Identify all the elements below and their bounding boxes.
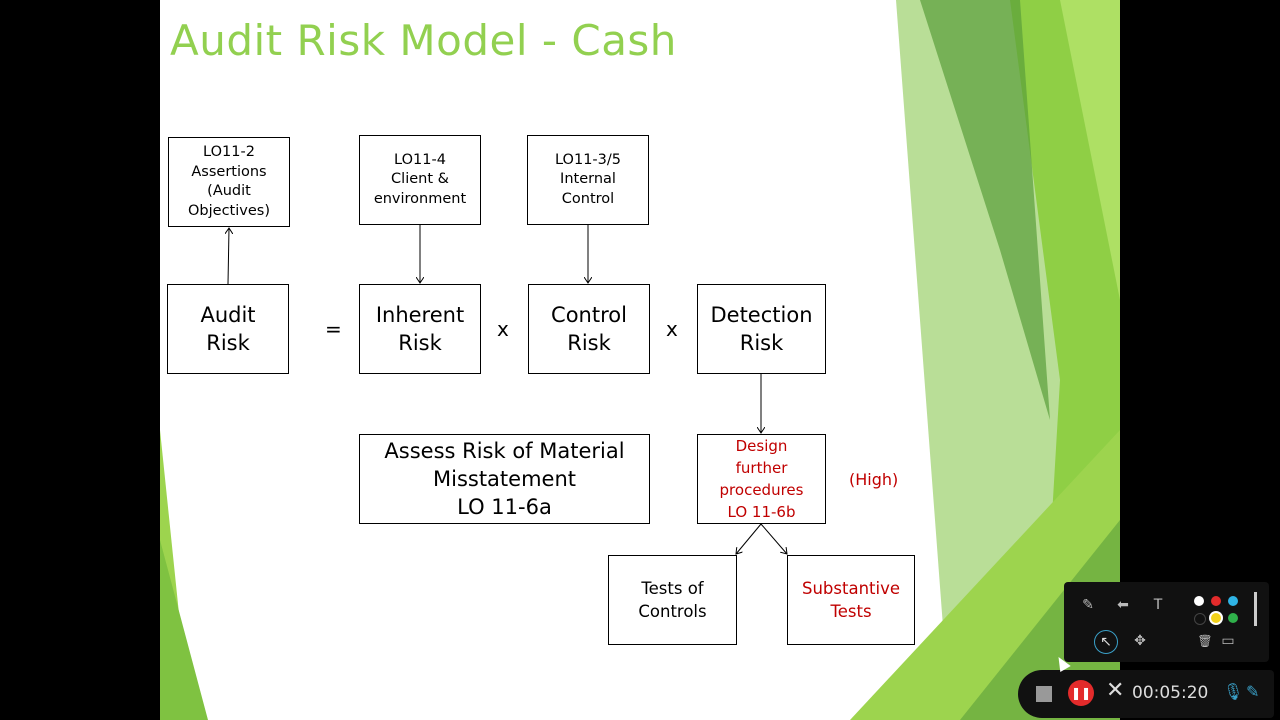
- subst-line-2: Tests: [830, 602, 872, 621]
- client-line-3: environment: [373, 190, 467, 207]
- design-line-3: procedures: [719, 481, 804, 499]
- color-blue[interactable]: [1228, 596, 1238, 606]
- trash-icon[interactable]: 🗑: [1197, 634, 1213, 648]
- assertions-line-2: Assertions: [191, 163, 267, 180]
- assertions-box: LO11-2 Assertions (Audit Objectives): [168, 137, 290, 227]
- color-yellow[interactable]: [1211, 613, 1221, 623]
- stop-button[interactable]: [1036, 686, 1052, 702]
- green-decoration: [160, 0, 1120, 720]
- recording-timer: 00:05:20: [1132, 683, 1209, 703]
- annotation-toolbar: ✎ ⬅ T ↖ ✥ 🗑 ▭: [1064, 582, 1269, 662]
- microphone-icon[interactable]: 🎙: [1223, 682, 1244, 701]
- assess-line-2: Misstatement: [432, 467, 576, 491]
- inherent-risk-line-2: Risk: [398, 331, 442, 355]
- internal-line-1: LO11-3/5: [555, 151, 621, 168]
- audit-risk-box: Audit Risk: [167, 284, 289, 374]
- toc-line-2: Controls: [638, 602, 707, 621]
- assertions-line-4: Objectives): [188, 202, 270, 219]
- audit-risk-line-2: Risk: [206, 331, 250, 355]
- detection-risk-line-2: Risk: [739, 331, 784, 355]
- toc-line-1: Tests of: [641, 579, 704, 598]
- client-line-2: Client &: [391, 171, 449, 188]
- audit-risk-line-1: Audit: [200, 303, 256, 327]
- multiply-sign-2: x: [666, 317, 678, 341]
- presentation-slide: Audit Risk Model - Cash LO11-2 Assertion…: [160, 0, 1120, 720]
- color-green[interactable]: [1228, 613, 1238, 623]
- multiply-sign-1: x: [497, 317, 509, 341]
- pencil-icon[interactable]: ✎: [1082, 597, 1094, 613]
- inherent-risk-box: Inherent Risk: [359, 284, 481, 374]
- assess-line-3: LO 11-6a: [457, 495, 552, 519]
- arrow-left-icon[interactable]: ⬅: [1117, 597, 1129, 613]
- detection-risk-line-1: Detection: [710, 303, 813, 327]
- equals-sign: =: [325, 317, 342, 341]
- control-risk-line-2: Risk: [567, 331, 611, 355]
- design-line-4: LO 11-6b: [727, 503, 796, 521]
- internal-line-2: Internal: [560, 171, 616, 188]
- assertions-line-3: (Audit: [207, 183, 251, 199]
- internal-line-3: Control: [561, 190, 615, 207]
- slide-title: Audit Risk Model - Cash: [170, 16, 677, 65]
- high-label: (High): [849, 470, 899, 489]
- close-icon[interactable]: ✕: [1106, 678, 1125, 703]
- internal-control-box: LO11-3/5 Internal Control: [527, 135, 649, 225]
- client-environment-box: LO11-4 Client & environment: [359, 135, 481, 225]
- screen-icon[interactable]: ▭: [1221, 633, 1235, 649]
- detection-risk-box: Detection Risk: [697, 284, 826, 374]
- assess-line-1: Assess Risk of Material: [384, 439, 625, 463]
- client-line-1: LO11-4: [394, 151, 446, 168]
- control-risk-line-1: Control: [551, 303, 627, 327]
- text-icon[interactable]: T: [1153, 597, 1163, 613]
- substantive-tests-box: Substantive Tests: [787, 555, 915, 645]
- move-icon[interactable]: ✥: [1134, 633, 1146, 649]
- color-red[interactable]: [1211, 596, 1221, 606]
- inherent-risk-line-1: Inherent: [375, 303, 465, 327]
- design-line-2: further: [735, 459, 788, 477]
- design-procedures-box: Design further procedures LO 11-6b: [697, 434, 826, 524]
- design-line-1: Design: [735, 437, 788, 455]
- recording-control-bar: ❚❚ ✕ 00:05:20 🎙 ✎: [1018, 670, 1274, 718]
- color-white[interactable]: [1194, 596, 1204, 606]
- subst-line-1: Substantive: [801, 579, 900, 598]
- color-black[interactable]: [1194, 613, 1206, 625]
- pause-button[interactable]: ❚❚: [1068, 680, 1094, 706]
- control-risk-box: Control Risk: [528, 284, 650, 374]
- pen-icon[interactable]: ✎: [1246, 682, 1260, 701]
- assess-risk-box: Assess Risk of Material Misstatement LO …: [359, 434, 650, 524]
- pen-size-slider[interactable]: [1254, 592, 1257, 626]
- select-icon[interactable]: ↖: [1094, 630, 1118, 654]
- assertions-line-1: LO11-2: [203, 144, 255, 160]
- tests-of-controls-box: Tests of Controls: [608, 555, 737, 645]
